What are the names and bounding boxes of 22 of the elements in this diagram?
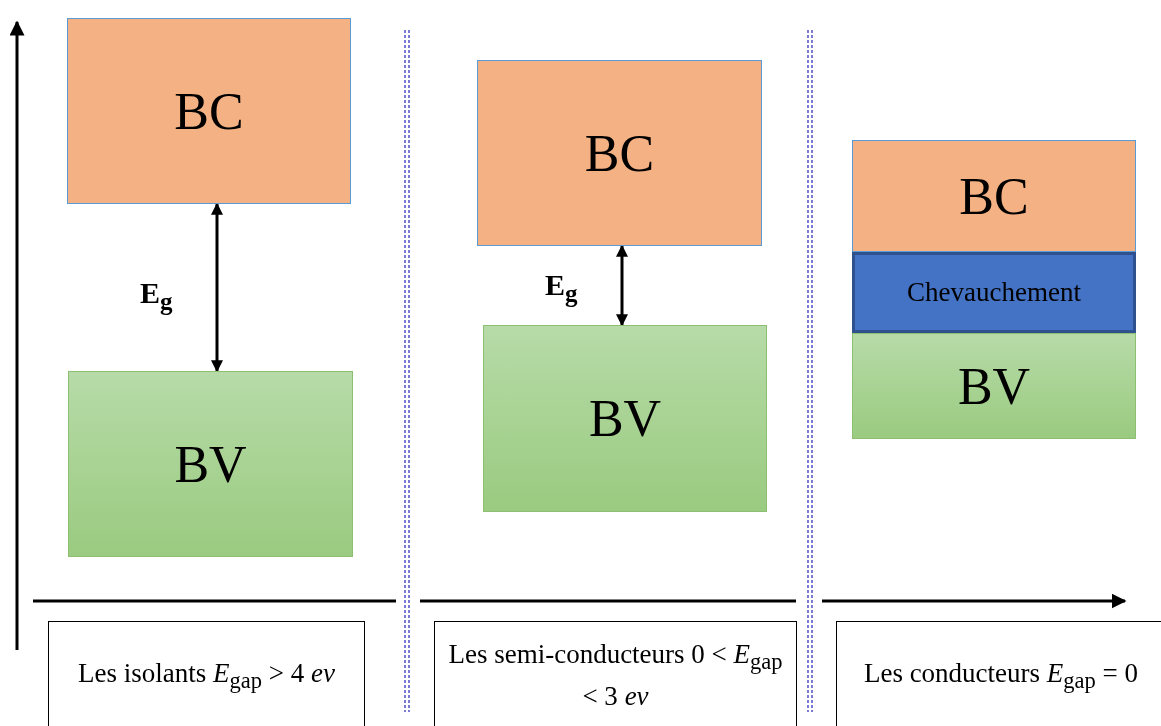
- band-label: BV: [588, 389, 662, 448]
- valence-band: [483, 325, 767, 512]
- band-label: BC: [174, 81, 244, 141]
- category-box: [48, 621, 365, 726]
- category-box: [836, 621, 1161, 726]
- band-label: BC: [584, 123, 655, 183]
- band-label: BC: [959, 166, 1029, 226]
- valence-band: [852, 333, 1136, 439]
- band-label: Chevauchement: [907, 277, 1081, 308]
- overlap-band: [852, 252, 1136, 333]
- conduction-band: [852, 140, 1136, 252]
- band-label: BV: [957, 356, 1031, 416]
- category-box: [434, 621, 797, 726]
- band-label: Les isolants E$_{gap}$ > 4 ev: [78, 657, 335, 696]
- double-arrow: [616, 244, 628, 327]
- band-label: Les conducteurs E$_{gap}$ = 0: [863, 657, 1139, 696]
- conduction-band: [67, 18, 351, 204]
- band-label: BV: [174, 434, 247, 494]
- double-arrow: [211, 202, 223, 373]
- conduction-band: [477, 60, 762, 246]
- valence-band: [68, 371, 353, 557]
- band-label: Les semi-conducteurs 0 < E$_{gap}$ < 3 ev: [447, 638, 784, 714]
